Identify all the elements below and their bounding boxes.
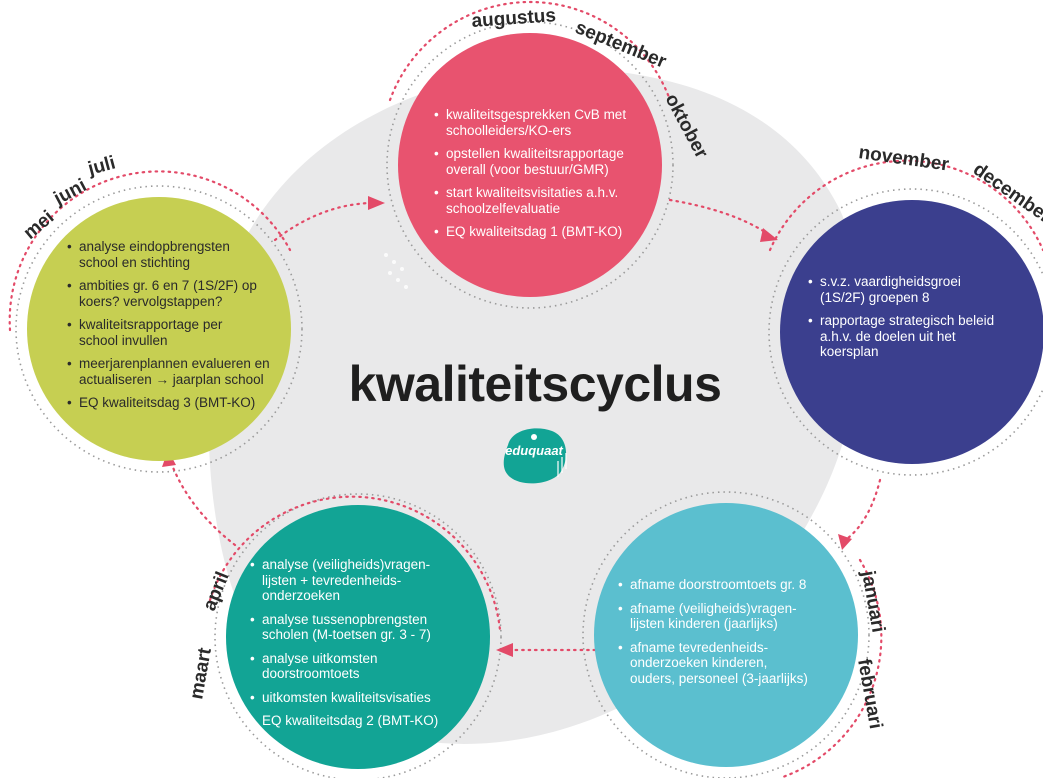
eduquaat-logo: eduquaat: [498, 423, 570, 487]
list-item: uitkomsten kwaliteitsvisaties: [250, 690, 475, 706]
phase-jan-feb-list: afname doorstroomtoets gr. 8 afname (vei…: [618, 577, 843, 694]
logo-blob-icon: [503, 428, 567, 484]
list-item: EQ kwaliteitsdag 1 (BMT-KO): [434, 224, 649, 240]
list-item: kwaliteitsgesprekken CvB met schoolleide…: [434, 107, 649, 138]
arc-navy: [768, 159, 1043, 252]
month-label-november: november: [857, 142, 950, 176]
list-item: s.v.z. vaardigheidsgroei (1S/2F) groepen…: [808, 274, 1028, 305]
list-item: afname doorstroomtoets gr. 8: [618, 577, 843, 593]
arrowhead-to-cyan: [838, 534, 852, 550]
phase-aug-oct-list: kwaliteitsgesprekken CvB met schoolleide…: [434, 107, 649, 248]
list-item: EQ kwaliteitsdag 2 (BMT-KO): [250, 713, 475, 729]
month-label-juli: juli: [85, 152, 118, 180]
diagram-title: kwaliteitscyclus: [348, 356, 722, 412]
arrowhead-to-navy: [760, 228, 778, 242]
connector-teal-yellow: [170, 463, 237, 547]
month-label-augustus: augustus: [471, 5, 557, 32]
list-item: meerjarenplannen evalueren en actualiser…: [67, 356, 282, 387]
arrowhead-to-teal: [496, 643, 513, 657]
ring-cyan: [582, 491, 870, 778]
phase-nov-dec-circle: s.v.z. vaardigheidsgroei (1S/2F) groepen…: [780, 200, 1043, 464]
month-label-maart: maart: [186, 646, 216, 701]
arc-yellow: [8, 170, 292, 332]
phase-may-july-circle: analyse eindopbrengsten school en sticht…: [27, 197, 291, 461]
month-label-mei: mei: [20, 207, 59, 244]
month-label-december: december: [969, 159, 1043, 228]
phase-may-july-list: analyse eindopbrengsten school en sticht…: [67, 239, 282, 419]
phase-aug-oct-circle: kwaliteitsgesprekken CvB met schoolleide…: [398, 33, 662, 297]
list-item: start kwaliteitsvisitaties a.h.v. school…: [434, 185, 649, 216]
arc-cyan: [778, 558, 883, 778]
list-item: afname tevredenheids- onderzoeken kinder…: [618, 640, 843, 687]
phase-jan-feb-circle: afname doorstroomtoets gr. 8 afname (vei…: [594, 503, 858, 767]
phase-nov-dec-list: s.v.z. vaardigheidsgroei (1S/2F) groepen…: [808, 274, 1028, 368]
list-item: EQ kwaliteitsdag 3 (BMT-KO): [67, 395, 282, 411]
phase-mar-apr-circle: analyse (veiligheids)vragen- lijsten + t…: [226, 505, 490, 769]
list-item: ambities gr. 6 en 7 (1S/2F) op koers? ve…: [67, 278, 282, 309]
list-item: afname (veiligheids)vragen- lijsten kind…: [618, 601, 843, 632]
list-item: rapportage strategisch beleid a.h.v. de …: [808, 313, 1028, 360]
arc-pink: [388, 0, 672, 102]
list-item: analyse eindopbrengsten school en sticht…: [67, 239, 282, 270]
connector-pink-navy: [668, 198, 767, 234]
list-item: opstellen kwaliteitsrapportage overall (…: [434, 146, 649, 177]
arc-teal: [208, 495, 502, 632]
connector-yellow-pink: [273, 201, 372, 242]
ring-pink: [386, 21, 674, 309]
list-item: kwaliteitsrapportage per school invullen: [67, 317, 282, 348]
connector-navy-cyan: [846, 478, 882, 540]
phase-mar-apr-list: analyse (veiligheids)vragen- lijsten + t…: [250, 557, 475, 737]
list-item: analyse tussenopbrengsten scholen (M-toe…: [250, 612, 475, 643]
ring-yellow: [15, 185, 303, 473]
logo-text: eduquaat: [505, 443, 563, 458]
arrowhead-to-pink: [368, 196, 385, 210]
month-label-januari: januari: [857, 568, 889, 634]
list-item: analyse uitkomsten doorstroomtoets: [250, 651, 475, 682]
list-item: analyse (veiligheids)vragen- lijsten + t…: [250, 557, 475, 604]
ring-teal: [214, 493, 502, 778]
month-label-februari: februari: [853, 657, 886, 730]
month-label-juni: juni: [50, 175, 91, 210]
